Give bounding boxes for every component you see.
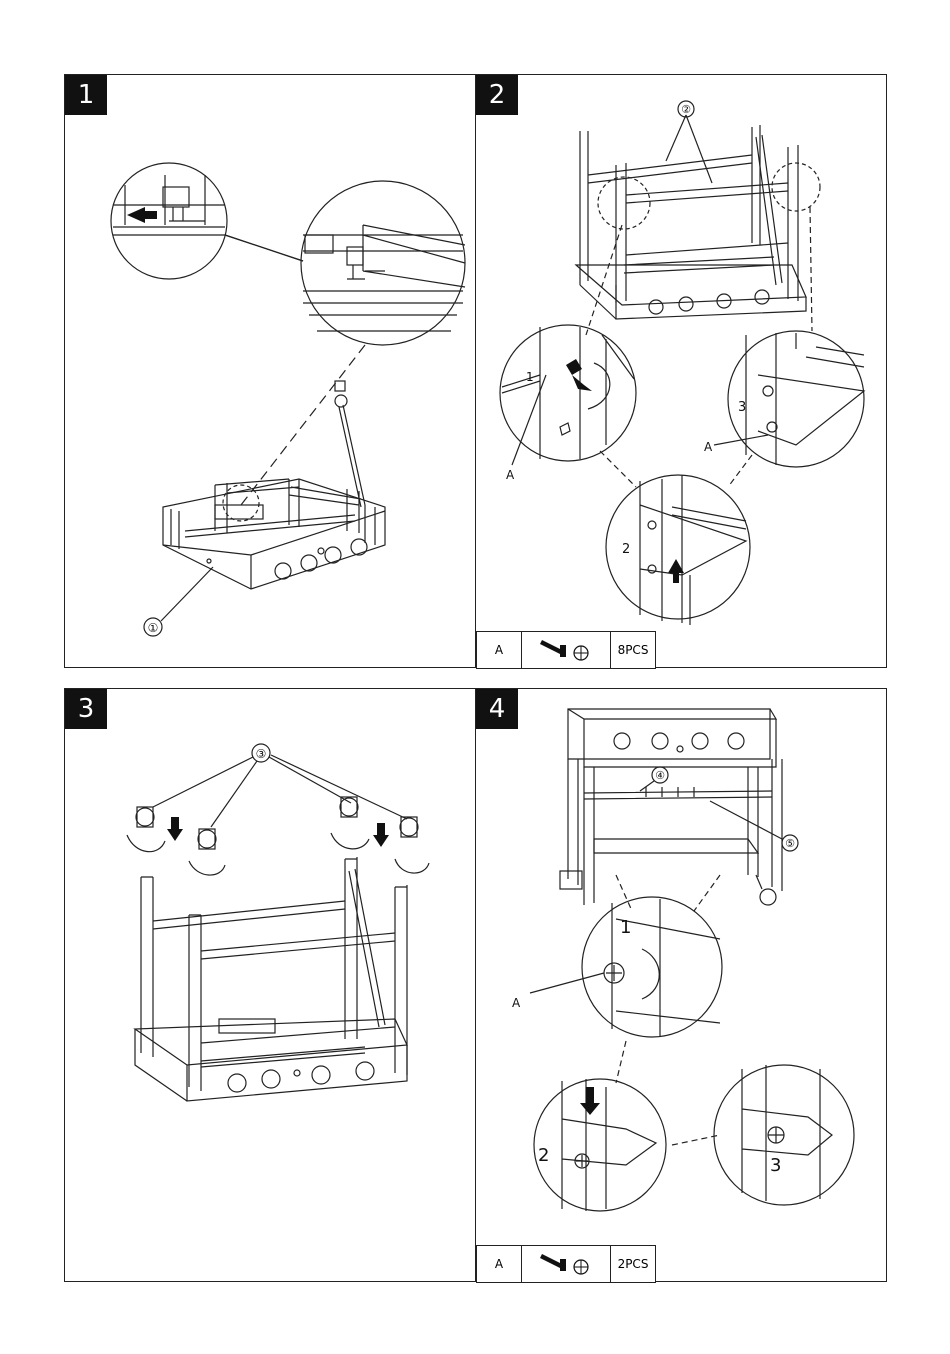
detail-circle-1 [582, 897, 722, 1037]
callout-label: ③ [256, 747, 267, 761]
callout-label: ⑤ [785, 837, 795, 850]
part-label-a: A [506, 468, 515, 482]
step-2-panel: 2 [475, 74, 887, 668]
step-3-illustration: ③ [65, 689, 477, 1283]
part-letter: A [477, 1246, 522, 1283]
detail-label-3: 3 [738, 400, 746, 415]
step-3-panel: 3 [64, 688, 476, 1282]
detail-circle-large [301, 181, 465, 345]
step-1-illustration: ① [65, 75, 477, 669]
detail-label-1: 1 [620, 917, 631, 938]
detail-label-1: 1 [526, 370, 534, 384]
callout-label: ② [681, 103, 691, 116]
step-4-panel: 4 [475, 688, 887, 1282]
detail-label-2: 2 [622, 542, 630, 557]
part-label-a: A [704, 440, 713, 454]
detail-label-3: 3 [770, 1155, 781, 1176]
detail-label-2: 2 [538, 1145, 549, 1166]
bolt-icon [522, 632, 611, 669]
parts-table: A 2PCS [476, 1245, 656, 1283]
callout-label: ① [148, 621, 159, 635]
part-quantity: 8PCS [611, 632, 656, 669]
part-label-a: A [512, 996, 521, 1010]
callout-label: ④ [655, 769, 665, 782]
step-2-illustration: ② 1 2 3 A A [476, 75, 888, 669]
part-quantity: 2PCS [611, 1246, 656, 1283]
detail-circle-2 [534, 1079, 666, 1211]
step-4-illustration: ④ ⑤ 1 2 3 A [476, 689, 888, 1283]
parts-table: A 8PCS [476, 631, 656, 669]
bolt-icon [522, 1246, 611, 1283]
detail-circle-1 [500, 325, 636, 461]
step-1-panel: 1 [64, 74, 476, 668]
part-letter: A [477, 632, 522, 669]
